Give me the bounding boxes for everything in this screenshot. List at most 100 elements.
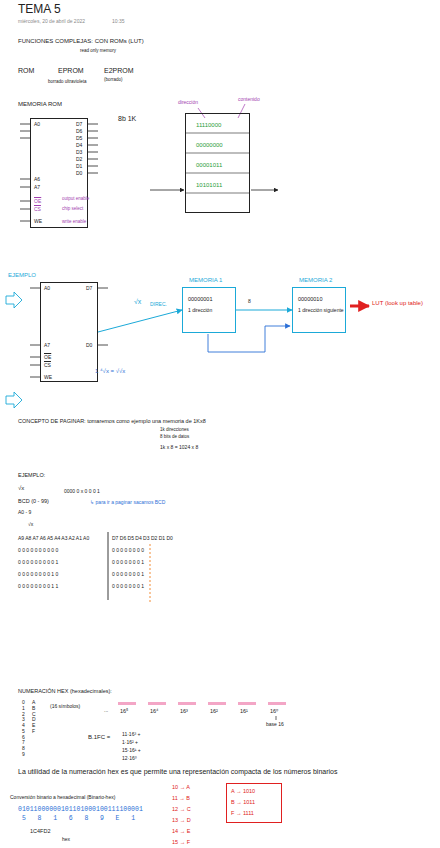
- row-divider: [185, 153, 250, 154]
- memory-block: MEMORIA 1000000011 dirección: [182, 287, 236, 333]
- box-text: B → 1011: [231, 799, 255, 805]
- pin-line: [20, 209, 30, 210]
- pin-line: [88, 152, 98, 153]
- note-label: 0 0 0 0 0 0 0 1: [112, 572, 144, 578]
- pin-line: [30, 365, 40, 366]
- note-label: 0 0 0 0 0 0 0 1: [112, 584, 144, 590]
- box-text: 00000010: [298, 296, 322, 302]
- hollow-arrow: [6, 292, 22, 308]
- box-text: 11110000: [196, 122, 221, 129]
- note-label: 16³: [180, 708, 188, 714]
- note-label: 12·16⁰: [122, 756, 137, 762]
- box-text: 00000001: [188, 296, 212, 302]
- pin-line: [88, 138, 98, 139]
- note-label: 15 → F: [172, 839, 190, 845]
- note-label: CONCEPTO DE PAGINAR: tomaremos como ejem…: [18, 418, 206, 424]
- edge-label: √x: [134, 298, 141, 306]
- note-label: borrado ultravioleta: [48, 79, 87, 84]
- box-text: D2: [76, 157, 82, 163]
- pin-line: [30, 288, 40, 289]
- feedback-line: [208, 326, 290, 352]
- pin-line: [20, 187, 30, 188]
- note-label: EJEMPLO:: [18, 472, 45, 478]
- pin-line: [30, 357, 40, 358]
- box-text: 10101011: [196, 182, 222, 189]
- box-text: D0: [76, 171, 82, 177]
- note-label: D7 D6 D5 D4 D3 D2 D1 D0: [112, 536, 173, 542]
- pin-line: [20, 221, 30, 222]
- note-label: 8: [248, 299, 251, 305]
- note-label: √x: [18, 485, 24, 492]
- row-divider: [185, 193, 250, 194]
- box-text: D0: [86, 343, 92, 349]
- flow-arrow: [98, 310, 182, 332]
- box-text: 1 dirección: [188, 308, 212, 314]
- note-label: 1C4FD2: [30, 828, 50, 834]
- note-label: 16²: [210, 708, 218, 714]
- page-title: TEMA 5: [18, 3, 61, 17]
- pin-line: [20, 138, 30, 139]
- pin-line: [20, 131, 30, 132]
- pin-line: [30, 345, 40, 346]
- note-label: 0 0 0 0 0 0 0 0 1 1: [18, 584, 58, 590]
- box-text: 00001011: [196, 162, 222, 169]
- pin-line: [98, 288, 108, 289]
- box-text: D7: [76, 122, 82, 128]
- pin-line: [20, 124, 30, 125]
- note-label: 16⁵: [120, 708, 128, 714]
- highlight-bar: [178, 702, 196, 705]
- note-label: EPROM: [58, 67, 84, 75]
- note-label: La utilidad de la numeración hex es que …: [18, 768, 428, 776]
- note-label: chip select: [62, 206, 83, 211]
- pin-line: [88, 166, 98, 167]
- note-label: 5 8 1 6 8 9 E 1: [22, 815, 139, 822]
- box-text: A0: [44, 286, 50, 292]
- note-label: 10:35: [112, 19, 125, 25]
- note-label: LUT (look up table): [372, 300, 423, 307]
- note-label: 14 → E: [172, 828, 190, 834]
- note-label: Conversión binario a hexadecimal (Binari…: [10, 795, 115, 801]
- row-divider: [185, 133, 250, 134]
- pin-line: [20, 201, 30, 202]
- rom-chip: A0A7OECSWED7D0: [40, 282, 98, 382]
- note-label: ROM: [18, 67, 34, 75]
- note-label: 15·16¹ +: [122, 748, 141, 754]
- note-label: 1 ⁴√x = √√x: [95, 368, 125, 375]
- box-text: MEMORIA 2: [299, 277, 332, 284]
- note-label: 0 0 0 0 0 0 0 0: [112, 548, 144, 554]
- note-label: EJEMPLO: [8, 272, 36, 279]
- note-label: √x: [28, 522, 33, 528]
- note-label: 16⁴: [150, 708, 158, 714]
- note-label: read only memory: [80, 48, 116, 53]
- box-text: D4: [76, 143, 82, 149]
- note-label: contenido: [238, 97, 260, 103]
- box-text: 00000000: [196, 142, 223, 149]
- address-arrow: [150, 190, 184, 191]
- box-text: OE: [44, 355, 51, 361]
- memory-rows: [185, 133, 250, 193]
- note-label: hex: [62, 837, 70, 843]
- leader-line: [238, 104, 245, 118]
- box-text: D5: [76, 136, 82, 142]
- note-label: 13 → D: [172, 817, 191, 823]
- note-label: base 16: [266, 722, 284, 728]
- note-label: 11·16³ +: [122, 732, 140, 738]
- note-label: dirección: [178, 100, 198, 106]
- box-text: A → 1010: [231, 788, 255, 794]
- pin-line: [88, 131, 98, 132]
- note-label: ...: [104, 708, 108, 714]
- note-label: NUMERACIÓN HEX (hexadecimales):: [18, 688, 112, 694]
- box-text: D1: [76, 164, 82, 170]
- note-label: 01011000000101101000100111100001: [18, 806, 143, 813]
- flow-arrow: [236, 310, 292, 311]
- box-text: A6: [34, 177, 40, 183]
- note-label: 1k x 8 = 1024 x 8: [160, 445, 198, 451]
- note-label: BCD (0 - 99): [18, 498, 49, 504]
- note-label: 10 → A: [172, 784, 190, 790]
- note-label: E2PROM: [104, 67, 134, 75]
- box-text: CS: [34, 207, 41, 213]
- note-label: 0 0 0 0 0 0 0 1: [112, 560, 144, 566]
- box-text: A7: [44, 343, 50, 349]
- note-label: 0 1 2 3 4 5 6 7 8 9: [22, 700, 27, 758]
